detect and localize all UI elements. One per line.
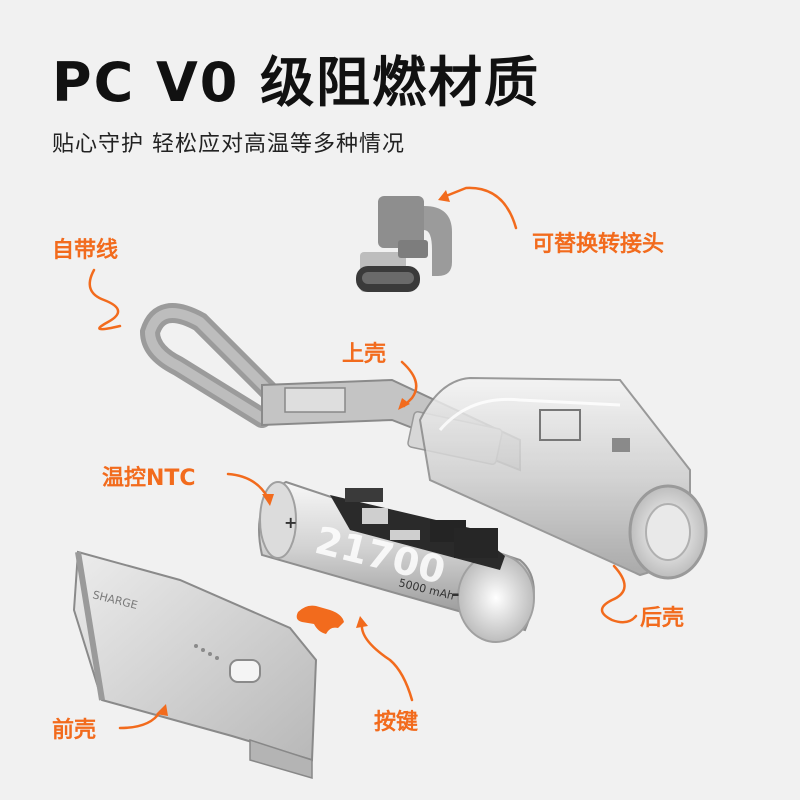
front-shell-pointer-curve	[118, 710, 162, 730]
page-subtitle: 贴心守护 轻松应对高温等多种情况	[52, 132, 405, 157]
cable-pointer-curve	[88, 268, 122, 331]
label-rear-shell: 后壳	[640, 606, 685, 631]
cable-loop	[139, 303, 280, 428]
label-connector: 可替换转接头	[532, 232, 665, 257]
button-pointer-curve	[360, 622, 414, 702]
battery-plus-sign: +	[284, 513, 297, 532]
battery-cell	[258, 480, 535, 643]
button-part	[296, 605, 344, 634]
connector-pointer-curve	[444, 186, 518, 230]
top-shell-pointer-curve	[400, 360, 418, 408]
label-button: 按键	[374, 710, 419, 735]
label-cable: 自带线	[52, 238, 119, 263]
rear-shell	[418, 376, 708, 580]
ntc-pointer-curve	[226, 472, 270, 500]
label-front-shell: 前壳	[52, 718, 97, 743]
type-c-connector-part	[356, 196, 452, 292]
battery-minus-sign: -	[452, 584, 459, 605]
front-shell	[72, 550, 318, 779]
label-top-shell: 上壳	[342, 342, 387, 367]
rear-shell-pointer-curve	[600, 564, 638, 624]
label-ntc: 温控NTC	[102, 466, 196, 491]
pcb-board	[330, 488, 505, 570]
page-title: PC V0 级阻燃材质	[52, 51, 541, 114]
